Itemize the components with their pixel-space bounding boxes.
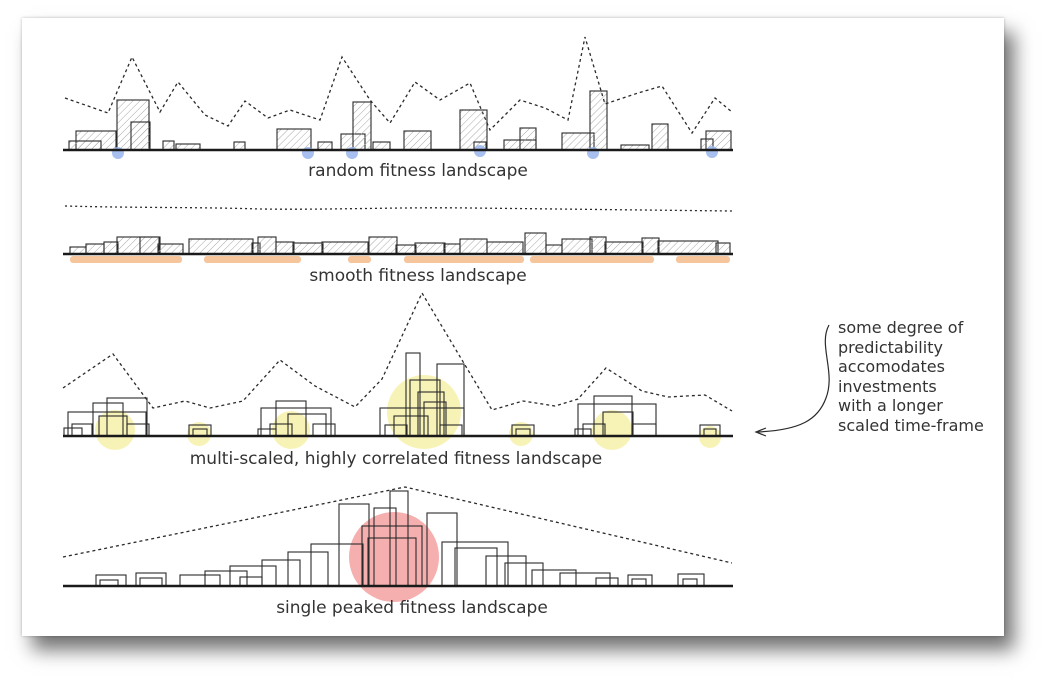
- smooth-bar: [589, 236, 607, 255]
- smooth-bar: [395, 244, 417, 255]
- smooth-bar: [561, 238, 593, 255]
- smooth-bar: [257, 236, 277, 255]
- single-bar: [229, 565, 277, 587]
- smooth-bar: [715, 242, 731, 255]
- smooth-bar: [604, 241, 644, 255]
- annotation-text: some degree of predictability accomodate…: [838, 318, 984, 435]
- smooth-bar: [641, 237, 660, 255]
- smooth-bar: [368, 236, 398, 255]
- single-bar: [441, 541, 509, 587]
- single-bar: [504, 562, 544, 587]
- smooth-bar: [443, 243, 461, 255]
- smooth-bar: [103, 241, 119, 255]
- smooth-marker: [70, 256, 182, 263]
- smooth-bar: [292, 242, 324, 255]
- single-bar: [485, 555, 527, 587]
- smooth-envelope: [64, 205, 733, 212]
- single-bar: [531, 569, 577, 587]
- random-bar: [651, 123, 669, 151]
- smooth-marker: [676, 256, 730, 263]
- smooth-bar: [139, 236, 161, 255]
- single-envelope: [62, 486, 733, 564]
- random-bar: [589, 90, 608, 151]
- smooth-bar: [188, 238, 254, 255]
- smooth-bar: [459, 238, 488, 255]
- single-bar: [239, 576, 263, 587]
- multi-marker: [187, 422, 211, 446]
- random-panel: [63, 36, 733, 159]
- annotation-line: with a longer: [838, 396, 943, 415]
- random-bar: [276, 128, 312, 151]
- smooth-bar: [414, 242, 446, 255]
- multi-marker: [592, 410, 632, 450]
- smooth-bar: [157, 243, 184, 255]
- smooth-marker: [348, 256, 371, 263]
- panel-label-multi: multi-scaled, highly correlated fitness …: [189, 449, 603, 469]
- smooth-bar: [321, 241, 369, 255]
- multi-marker: [95, 410, 135, 450]
- smooth-bar: [657, 240, 719, 255]
- single-bar: [261, 559, 301, 587]
- single-bar: [179, 574, 221, 587]
- smooth-marker: [530, 256, 654, 263]
- single-bar: [677, 573, 705, 587]
- smooth-marker: [404, 256, 524, 263]
- smooth-bar: [486, 241, 524, 255]
- annotation-arrow: [754, 324, 830, 437]
- random-envelope: [64, 36, 733, 135]
- random-bar: [519, 127, 537, 151]
- multi-panel: [62, 291, 733, 450]
- smooth-bar: [85, 243, 105, 255]
- smooth-panel: [63, 205, 733, 263]
- panel-label-smooth: smooth fitness landscape: [309, 266, 527, 286]
- annotation-line: predictability: [838, 337, 943, 357]
- smooth-bar: [275, 241, 295, 255]
- multi-bar: [312, 423, 336, 437]
- annotation-line: scaled time-frame: [838, 415, 984, 435]
- random-bar: [403, 130, 432, 151]
- panel-label-single: single peaked fitness landscape: [276, 598, 548, 618]
- random-bar: [68, 140, 102, 151]
- single-bar: [454, 547, 498, 587]
- figure-card: [22, 18, 1004, 636]
- smooth-marker: [204, 256, 301, 263]
- random-bar: [561, 132, 595, 151]
- single-panel: [62, 486, 733, 602]
- random-marker: [706, 146, 718, 158]
- smooth-bar: [545, 244, 563, 255]
- multi-envelope: [62, 291, 733, 412]
- multi-marker: [509, 422, 533, 446]
- single-bar: [559, 572, 611, 587]
- single-bar: [287, 551, 329, 587]
- multi-bar: [631, 423, 657, 437]
- single-bar: [204, 570, 248, 587]
- multi-marker: [272, 411, 310, 449]
- annotation-line: some degree of: [838, 318, 964, 337]
- panel-label-random: random fitness landscape: [308, 161, 528, 181]
- random-bar: [130, 121, 151, 151]
- random-bar: [162, 140, 175, 151]
- annotation-line: investments: [838, 376, 937, 396]
- annotation-line: accomodates: [838, 357, 945, 376]
- smooth-bar: [524, 232, 547, 255]
- random-bar: [352, 101, 372, 151]
